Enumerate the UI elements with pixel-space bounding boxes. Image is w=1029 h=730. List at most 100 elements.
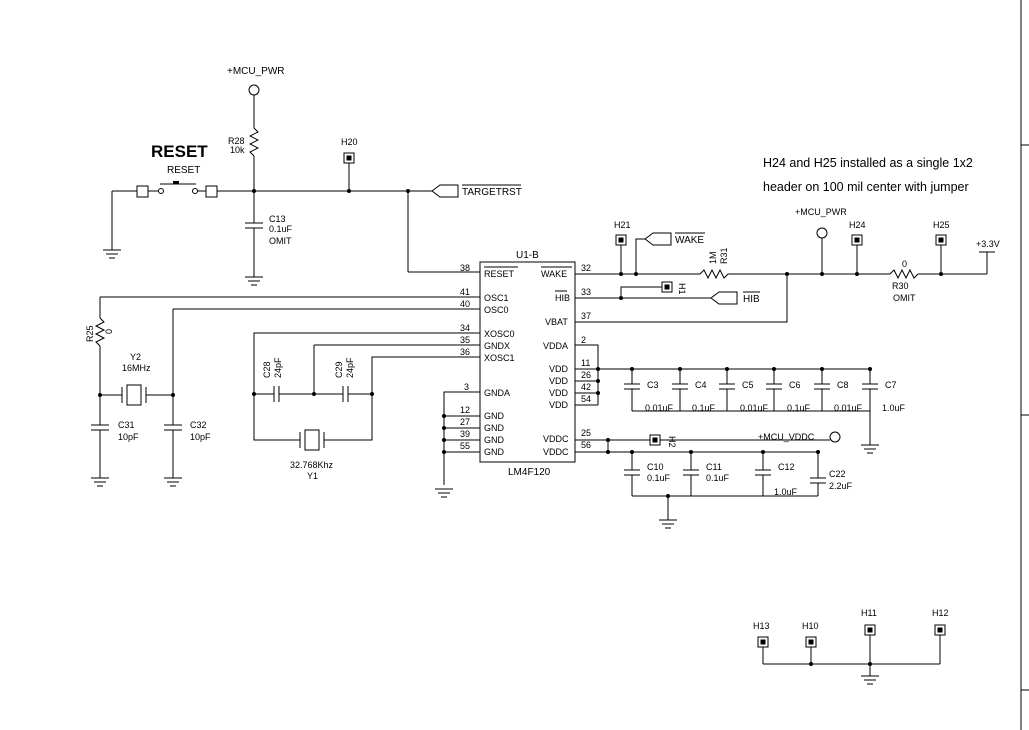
svg-text:VDDA: VDDA: [543, 341, 568, 351]
svg-text:40: 40: [460, 299, 470, 309]
svg-text:34: 34: [460, 323, 470, 333]
y1-ref: Y1: [307, 471, 318, 481]
r28-resistor: [248, 127, 260, 157]
svg-text:GND: GND: [484, 423, 505, 433]
c28-ref: C28: [262, 361, 272, 378]
svg-text:GND: GND: [484, 411, 505, 421]
h1-header: [661, 281, 673, 293]
c29-ref: C29: [334, 361, 344, 378]
c13-value: 0.1uF: [269, 224, 293, 234]
svg-text:VDD: VDD: [549, 364, 569, 374]
hib-label: HIB: [743, 294, 760, 305]
mcu-pwr-label-top: +MCU_PWR: [227, 66, 285, 77]
svg-text:VDD: VDD: [549, 388, 569, 398]
c4-ref: C4: [695, 380, 707, 390]
c22-value: 2.2uF: [829, 481, 853, 491]
main-oscillator: R25 0 Y2 16MHz C31 10pF C32 10pF: [85, 296, 480, 487]
note-line1: H24 and H25 installed as a single 1x2: [763, 156, 973, 170]
mcu-pwr-label-right: +MCU_PWR: [795, 207, 847, 217]
c28-value: 24pF: [273, 357, 283, 378]
sheet-border: [1020, 0, 1029, 730]
h25-label: H25: [933, 220, 950, 230]
c32-ref: C32: [190, 420, 207, 430]
c10-ref: C10: [647, 462, 664, 472]
svg-text:42: 42: [581, 382, 591, 392]
svg-text:OSC1: OSC1: [484, 293, 509, 303]
svg-text:11: 11: [581, 358, 590, 368]
h13-header: [757, 636, 769, 648]
h13-label: H13: [753, 621, 770, 631]
r30-value: 0: [902, 259, 907, 269]
ic-part: LM4F120: [508, 467, 551, 478]
c29-value: 24pF: [345, 357, 355, 378]
svg-text:27: 27: [460, 417, 470, 427]
c4-capacitor: C4 0.1uF: [672, 367, 716, 413]
svg-text:38: 38: [460, 263, 470, 273]
reset-title: RESET: [151, 142, 208, 161]
svg-text:VDDC: VDDC: [543, 434, 569, 444]
h12-header: [934, 624, 946, 636]
h21-label: H21: [614, 220, 631, 230]
vddc-decoupling: H2 +MCU_VDDC: [575, 431, 841, 529]
h24-header: [851, 234, 863, 246]
y1-value: 32.768Khz: [290, 460, 334, 470]
h2-label: H2: [667, 436, 677, 448]
c32-value: 10pF: [190, 432, 211, 442]
svg-text:GNDX: GNDX: [484, 341, 510, 351]
wake-label: WAKE: [675, 235, 704, 246]
c8-ref: C8: [837, 380, 849, 390]
r25-ref: R25: [85, 325, 95, 342]
c11-value: 0.1uF: [706, 473, 730, 483]
y2-crystal: [126, 384, 142, 406]
reset-switch-label: RESET: [167, 165, 200, 176]
svg-text:32: 32: [581, 263, 591, 273]
c3-value: 0.01uF: [645, 403, 674, 413]
targetrst-label: TARGETRST: [462, 187, 522, 198]
svg-text:VDD: VDD: [549, 376, 569, 386]
vdd-cap-group: C30.01uFC40.1uFC50.01uFC60.1uFC80.01uFC7…: [624, 367, 906, 413]
h1-label: H1: [677, 283, 687, 295]
c6-capacitor: C60.1uF: [766, 367, 811, 413]
c10-value: 0.1uF: [647, 473, 671, 483]
h2-header: [649, 434, 661, 446]
c3-ref: C3: [647, 380, 659, 390]
y1-crystal: [304, 429, 320, 451]
h10-header: [805, 636, 817, 648]
y2-ref: Y2: [130, 352, 141, 362]
reset-switch: [112, 181, 432, 198]
svg-text:41: 41: [460, 287, 470, 297]
svg-text:3: 3: [464, 382, 469, 392]
v33-label: +3.3V: [976, 239, 1000, 249]
c31-ref: C31: [118, 420, 135, 430]
c31-value: 10pF: [118, 432, 139, 442]
svg-text:25: 25: [581, 428, 591, 438]
svg-text:54: 54: [581, 394, 591, 404]
mcu-vddc-label: +MCU_VDDC: [758, 432, 815, 442]
svg-text:VDD: VDD: [549, 400, 569, 410]
h20-header: [343, 152, 355, 164]
r28-value: 10k: [230, 145, 245, 155]
rtc-oscillator: C28 24pF C29 24pF 32.768Khz Y1: [252, 332, 480, 481]
svg-text:VBAT: VBAT: [545, 317, 568, 327]
svg-text:12: 12: [460, 405, 470, 415]
r25-resistor: [94, 317, 106, 347]
r30-ref: R30: [892, 281, 909, 291]
svg-text:GND: GND: [484, 435, 505, 445]
y2-value: 16MHz: [122, 363, 151, 373]
svg-text:55: 55: [460, 441, 470, 451]
svg-text:39: 39: [460, 429, 470, 439]
r31-resistor: [699, 268, 729, 280]
h24-label: H24: [849, 220, 866, 230]
reset-section: +MCU_PWR R28 10k RESET RESET: [102, 66, 522, 286]
c13-note: OMIT: [269, 236, 292, 246]
h12-label: H12: [932, 608, 949, 618]
r25-value: 0: [104, 329, 114, 334]
mcu-vddc-terminal: [829, 431, 841, 443]
svg-text:XOSC0: XOSC0: [484, 329, 515, 339]
c4-value: 0.1uF: [692, 403, 716, 413]
c7-value: 1.0uF: [882, 403, 906, 413]
targetrst-flag: [431, 184, 459, 198]
